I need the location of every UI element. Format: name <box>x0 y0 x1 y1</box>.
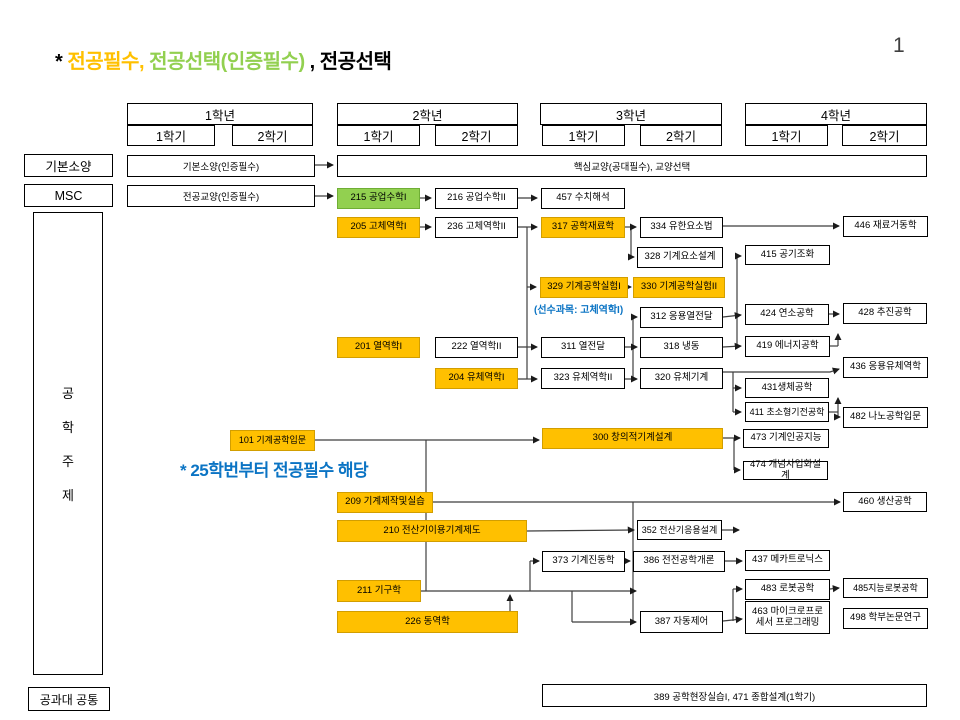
course-box-483: 483 로봇공학 <box>745 579 830 600</box>
bar-core-liberal: 핵심교양(공대필수), 교양선택 <box>337 155 927 177</box>
page-number: 1 <box>893 34 905 57</box>
course-box-101: 101 기계공학입문 <box>230 430 315 451</box>
title-comma2: , <box>304 51 320 73</box>
course-box-216: 216 공업수학II <box>435 188 518 209</box>
course-box-446: 446 재료거동학 <box>843 216 928 237</box>
course-box-328: 328 기계요소설계 <box>637 247 723 268</box>
course-box-226: 226 동역학 <box>337 611 518 633</box>
bar-field-practice: 389 공학현장실습I, 471 종합설계(1학기) <box>542 684 927 707</box>
course-box-415: 415 공기조화 <box>745 245 830 265</box>
course-box-201: 201 열역학I <box>337 337 420 358</box>
title-elective: 전공선택 <box>319 51 392 73</box>
course-box-498: 498 학부논문연구 <box>843 608 928 629</box>
year-1-sem-2: 2학기 <box>232 125 313 146</box>
bar-major-liberal: 전공교양(인증필수) <box>127 185 315 207</box>
course-box-463: 463 마이크로프로세서 프로그래밍 <box>745 601 830 634</box>
course-box-209: 209 기계제작및실습 <box>337 492 433 513</box>
theme-char: 제 <box>62 488 74 503</box>
theme-char: 공 <box>62 386 74 401</box>
course-box-205: 205 고체역학I <box>337 217 420 238</box>
title-cert: 전공선택(인증필수) <box>149 51 305 73</box>
course-box-211: 211 기구학 <box>337 580 421 602</box>
course-box-473: 473 기계인공지능 <box>743 429 829 448</box>
year-1-header: 1학년 <box>127 103 313 125</box>
course-box-474: 474 개념사업화설계 <box>743 459 828 480</box>
year-1-sem-1: 1학기 <box>127 125 215 146</box>
course-box-215: 215 공업수학I <box>337 188 420 209</box>
course-box-386: 386 전전공학개론 <box>633 551 725 572</box>
course-box-318: 318 냉동 <box>640 337 723 358</box>
course-box-222: 222 열역학II <box>435 337 518 358</box>
course-box-460: 460 생산공학 <box>843 492 927 512</box>
year-4-sem-1: 1학기 <box>745 125 828 146</box>
course-box-431: 431생체공학 <box>745 378 829 398</box>
course-box-320: 320 유체기계 <box>640 368 723 389</box>
row-label-msc: MSC <box>24 184 113 207</box>
title-comma1: , <box>138 51 150 73</box>
course-box-482: 482 나노공학입문 <box>843 407 928 428</box>
note-from-25: * 25학번부터 전공필수 해당 <box>180 461 369 480</box>
course-box-330: 330 기계공학실험II <box>633 277 725 298</box>
row-label-engineering-theme: 공 학 주 제 <box>33 212 103 675</box>
course-box-419: 419 에너지공학 <box>745 336 830 357</box>
course-box-428: 428 추진공학 <box>843 303 927 324</box>
course-box-411: 411 초소형기전공학 <box>745 402 829 422</box>
row-label-college-common: 공과대 공통 <box>28 687 110 711</box>
theme-char: 주 <box>62 454 74 469</box>
year-2-sem-2: 2학기 <box>435 125 518 146</box>
title-required: 전공필수 <box>67 51 139 73</box>
year-2-header: 2학년 <box>337 103 518 125</box>
course-box-312: 312 응용열전달 <box>640 307 723 328</box>
course-box-437: 437 메카트로닉스 <box>745 550 830 571</box>
course-box-236: 236 고체역학II <box>435 217 518 238</box>
title-star: * <box>55 51 68 73</box>
bar-basic-liberal: 기본소양(인증필수) <box>127 155 315 177</box>
row-label-basic: 기본소양 <box>24 154 113 177</box>
course-box-373: 373 기계진동학 <box>542 551 625 572</box>
course-box-457: 457 수치해석 <box>541 188 625 209</box>
course-box-311: 311 열전달 <box>541 337 625 358</box>
course-box-210: 210 전산기이용기계제도 <box>337 520 527 542</box>
year-4-header: 4학년 <box>745 103 927 125</box>
year-3-sem-1: 1학기 <box>542 125 625 146</box>
course-box-300: 300 창의적기계설계 <box>542 428 723 449</box>
year-4-sem-2: 2학기 <box>842 125 927 146</box>
note-prerequisite: (선수과목: 고체역학I) <box>534 305 624 316</box>
course-box-424: 424 연소공학 <box>745 304 829 325</box>
year-3-header: 3학년 <box>540 103 722 125</box>
course-box-352: 352 전산기응용설계 <box>637 520 722 540</box>
course-box-329: 329 기계공학실험I <box>540 277 628 298</box>
year-3-sem-2: 2학기 <box>640 125 722 146</box>
slide-title: * 전공필수, 전공선택(인증필수) , 전공선택 <box>55 45 392 74</box>
course-box-436: 436 응용유체역학 <box>843 357 928 378</box>
course-box-204: 204 유체역학I <box>435 368 518 389</box>
course-box-317: 317 공학재료학 <box>541 217 625 238</box>
course-box-334: 334 유한요소법 <box>640 217 723 238</box>
theme-char: 학 <box>62 420 74 435</box>
course-box-323: 323 유체역학II <box>541 368 625 389</box>
course-box-387: 387 자동제어 <box>640 611 723 633</box>
course-box-485: 485지능로봇공학 <box>843 578 928 598</box>
year-2-sem-1: 1학기 <box>337 125 420 146</box>
